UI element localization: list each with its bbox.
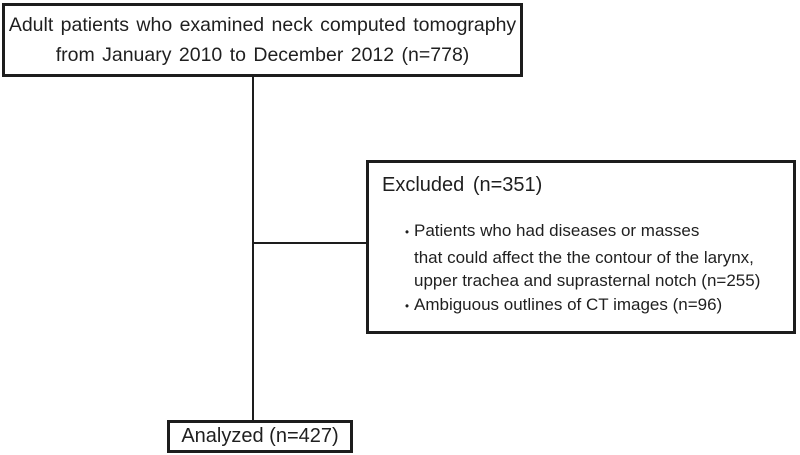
exclusion-bullet-list: • Patients who had diseases or masses th…	[405, 219, 787, 319]
enrollment-box: Adult patients who examined neck compute…	[2, 3, 523, 77]
enrollment-text-line1: Adult patients who examined neck compute…	[8, 14, 517, 36]
connector-vertical-line	[252, 77, 254, 420]
analyzed-label: Analyzed (n=427)	[181, 425, 339, 447]
exclusion-box: Excluded (n=351) • Patients who had dise…	[366, 160, 796, 334]
exclusion-item-1-text-1: Patients who had diseases or masses	[414, 221, 700, 240]
exclusion-item-1-text-3: upper trachea and suprasternal notch (n=…	[414, 271, 761, 290]
exclusion-item-1-line-1: • Patients who had diseases or masses	[405, 219, 787, 246]
bullet-marker: •	[405, 300, 410, 313]
exclusion-item-1-text-2: that could affect the the contour of the…	[414, 247, 754, 267]
connector-branch-line	[254, 242, 366, 244]
exclusion-item-1-line-3: upper trachea and suprasternal notch (n=…	[405, 269, 787, 293]
enrollment-text-line2: from January 2010 to December 2012 (n=77…	[55, 44, 470, 66]
exclusion-item-2-line-1: • Ambiguous outlines of CT images (n=96)	[405, 293, 787, 320]
analyzed-box: Analyzed (n=427)	[167, 420, 353, 453]
bullet-marker: •	[405, 227, 410, 239]
exclusion-item-2-text-1: Ambiguous outlines of CT images (n=96)	[414, 294, 723, 314]
exclusion-title: Excluded (n=351)	[382, 174, 543, 196]
exclusion-item-1-line-2: that could affect the the contour of the…	[405, 246, 787, 270]
